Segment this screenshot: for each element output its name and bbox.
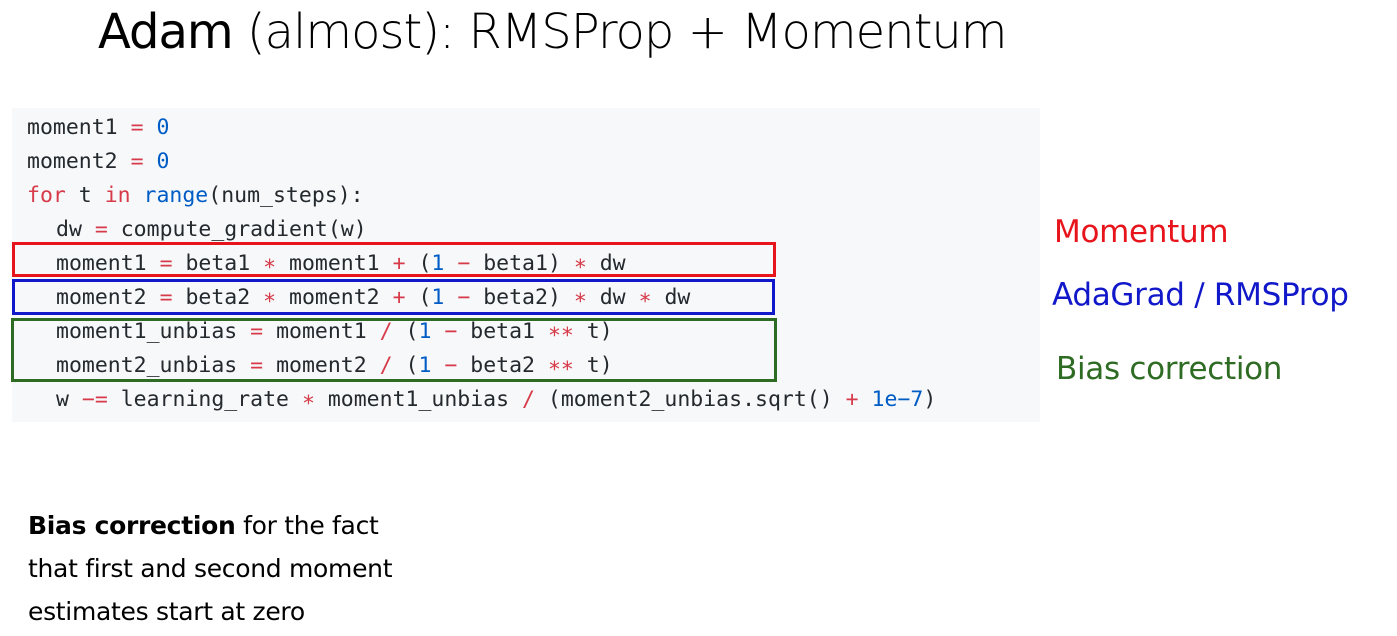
title-strong: Adam — [98, 4, 234, 60]
momentum-highlight-box — [12, 242, 776, 277]
code-line: w −= learning_rate ∗ moment1_unbias / (m… — [56, 387, 937, 412]
title-rest: (almost): RMSProp + Momentum — [232, 4, 1008, 60]
adagrad-rmsprop-label: AdaGrad / RMSProp — [1052, 277, 1349, 313]
bias-correction-note: Bias correction for the fact that first … — [28, 504, 498, 633]
code-line: moment1 = beta1 ∗ moment1 + (1 − beta1) … — [56, 251, 626, 276]
code-line: moment2 = 0 — [27, 149, 170, 174]
code-line: moment1_unbias = moment1 / (1 − beta1 ∗∗… — [56, 319, 613, 344]
bias-correction-label: Bias correction — [1056, 351, 1283, 387]
note-line-2: that first and second moment — [28, 554, 393, 583]
code-line: for t in range(num_steps): — [27, 183, 364, 208]
momentum-label: Momentum — [1054, 214, 1229, 250]
note-line-3: estimates start at zero — [28, 597, 305, 626]
rmsprop-highlight-box — [12, 279, 775, 315]
note-bold: Bias correction — [28, 511, 236, 540]
code-line: moment2 = beta2 ∗ moment2 + (1 − beta2) … — [56, 285, 691, 310]
code-block — [12, 108, 1040, 422]
slide-title: Adam (almost): RMSProp + Momentum — [98, 4, 1008, 60]
code-line: moment2_unbias = moment2 / (1 − beta2 ∗∗… — [56, 353, 613, 378]
bias-correction-highlight-box — [11, 318, 777, 382]
note-line-1-rest: for the fact — [235, 511, 379, 540]
code-line: moment1 = 0 — [27, 115, 170, 140]
code-line: dw = compute_gradient(w) — [56, 217, 367, 242]
note-line-1: Bias correction for the fact — [28, 504, 498, 547]
